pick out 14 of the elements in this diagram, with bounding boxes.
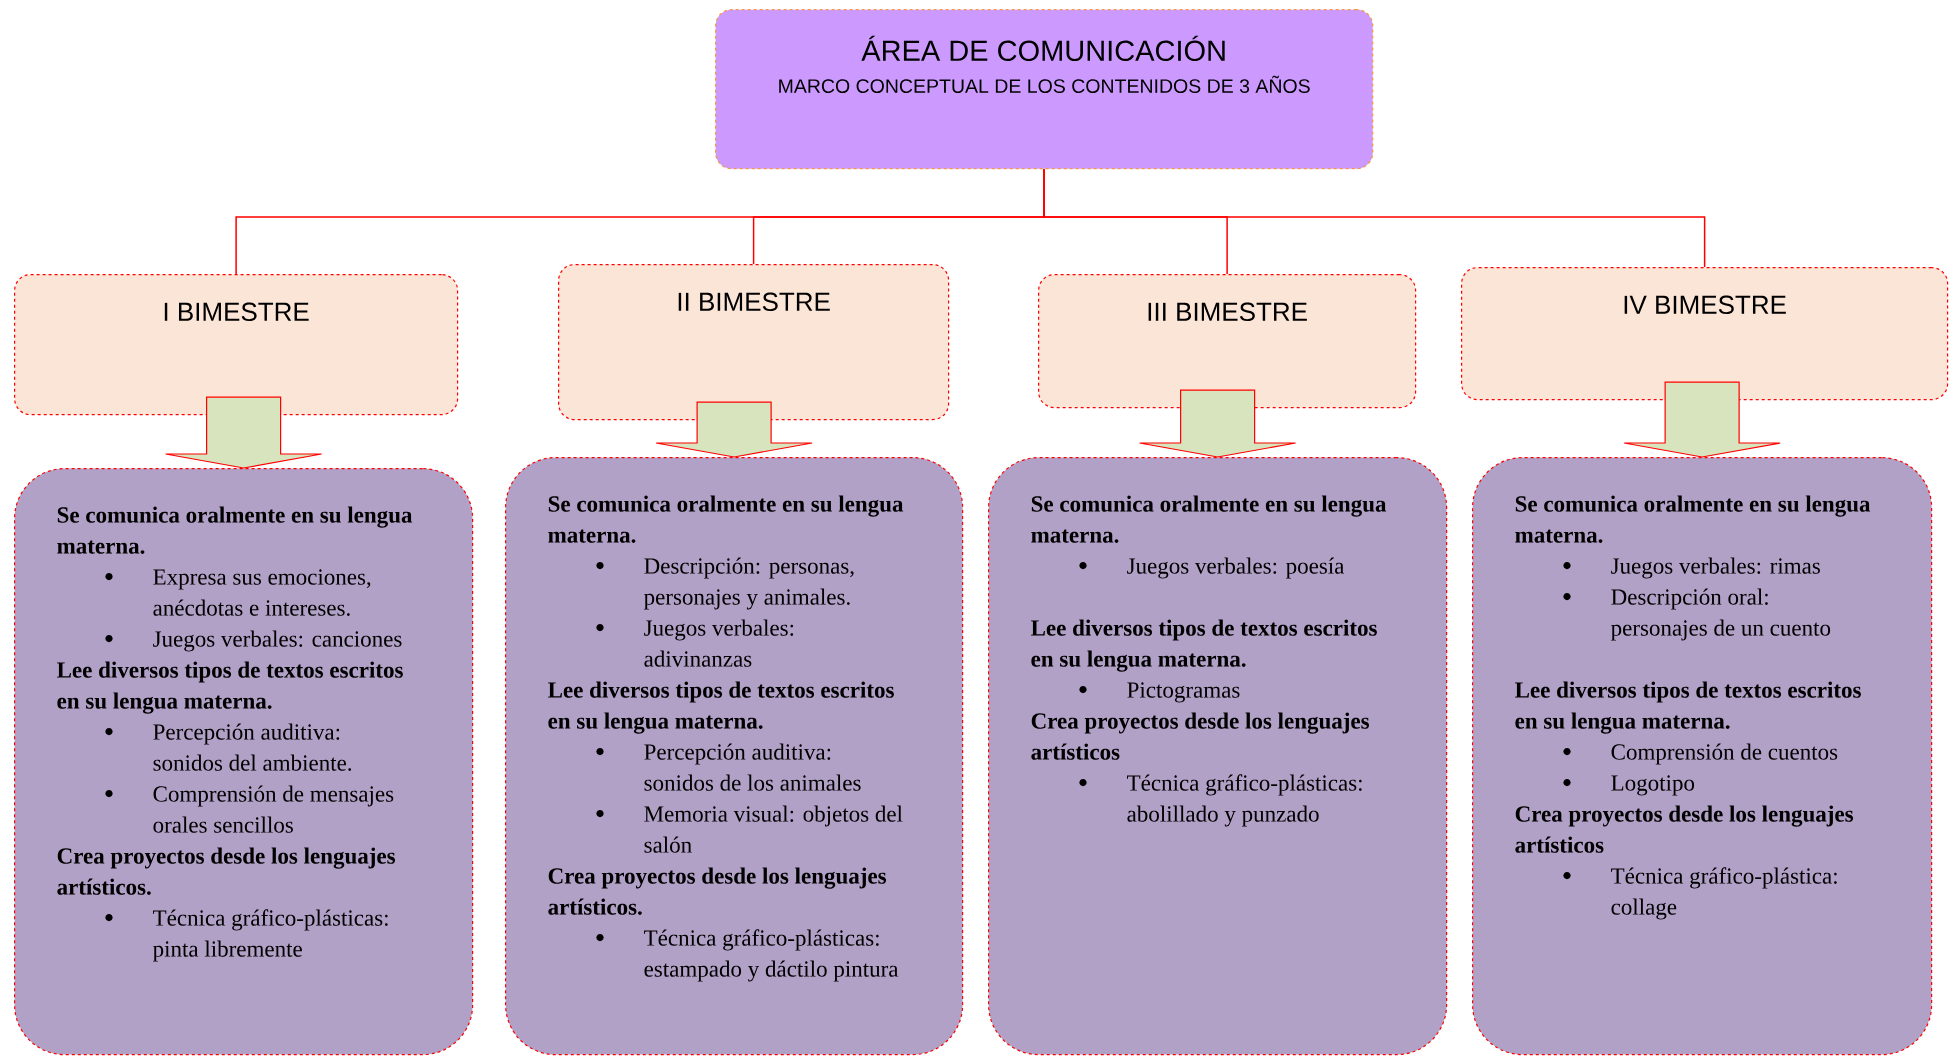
content-box: Se comunica oralmente en su lengua materna. Descripción: personas, personajes y animales. Juegos verbales: adivinanzas Lee diversos tipos de textos escritos en su lengua materna. Percepción auditiva: sonidos de los animales Memoria visual: objetos del salón Crea proyectos desde los lenguajes artísticos. Técnica gráfico-plásticas: estampado y dáctilo pintura [505, 457, 964, 1056]
content-box: Se comunica oralmente en su lengua materna. Juegos verbales: rimas Descripción oral: personajes de un cuento Lee diversos tipos de textos escritos en su lengua materna. Comprensión de cuentos Logotipo Crea proyectos desde los lenguajes artísticos Técnica gráfico-plástica: collage [1472, 457, 1933, 1056]
block-arrow [1623, 381, 1781, 458]
term-box: III BIMESTRE [1038, 274, 1417, 409]
term-box: I BIMESTRE [14, 274, 459, 416]
block-arrow [165, 396, 323, 469]
content-box: Se comunica oralmente en su lengua materna. Expresa sus emociones, anécdotas e intereses. Juegos verbales: canciones Lee diversos tipos de textos escritos en su lengua materna. Percepción auditiva: sonidos del ambiente. Comprensión de mensajes orales sencillos Crea proyectos desde los lenguajes artísticos. Técnica gráfico-plásticas: pinta libremente [14, 468, 474, 1056]
content-box: Se comunica oralmente en su lengua materna. Juegos verbales: poesía Lee diversos tipos de textos escritos en su lengua materna. Pictogramas Crea proyectos desde los lenguajes artísticos Técnica gráfico-plásticas: abolillado y punzado [988, 457, 1448, 1056]
connector-line [1043, 168, 1706, 268]
block-arrow [655, 401, 813, 458]
block-arrow [1139, 389, 1297, 458]
term-box: II BIMESTRE [558, 264, 950, 421]
term-box: IV BIMESTRE [1461, 267, 1949, 401]
title-box: ÁREA DE COMUNICACIÓN MARCO CONCEPTUAL DE LOS CONTENIDOS DE 3 AÑOS [715, 9, 1374, 170]
